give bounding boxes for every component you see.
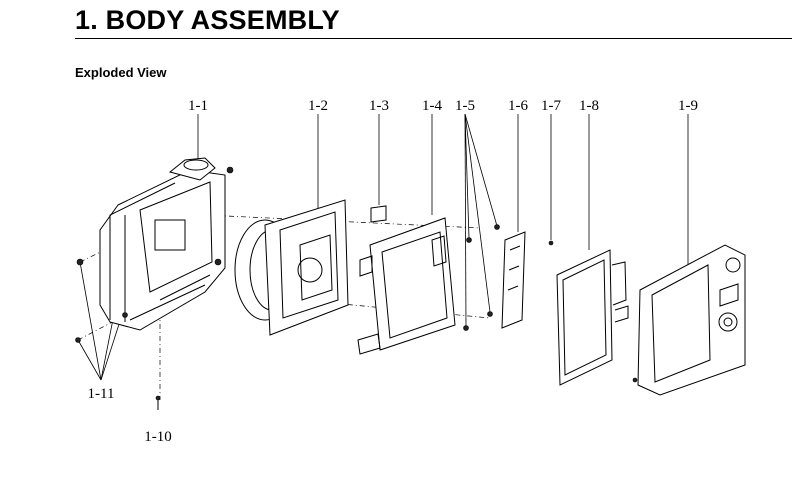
part-1-1-front-cover (75, 157, 234, 410)
part-1-7-spring (548, 240, 554, 246)
callout-1-9: 1-9 (678, 98, 698, 114)
callout-1-4: 1-4 (422, 98, 442, 114)
part-1-2-lens-frame (234, 199, 349, 336)
callout-1-11: 1-11 (88, 386, 115, 402)
callout-1-3: 1-3 (369, 98, 389, 114)
callout-1-1: 1-1 (188, 98, 208, 114)
title-divider (75, 38, 792, 39)
callout-1-6: 1-6 (508, 98, 528, 114)
part-1-5-screws (463, 224, 500, 331)
section-subtitle: Exploded View (75, 65, 167, 80)
part-1-8-lcd (556, 249, 629, 386)
callout-1-2: 1-2 (308, 98, 328, 114)
section-title: 1. BODY ASSEMBLY (75, 5, 340, 35)
part-1-6-board (501, 231, 526, 329)
part-1-4-bracket (357, 217, 456, 355)
callout-1-8: 1-8 (579, 98, 599, 114)
part-1-9-rear-cover (632, 244, 746, 396)
callout-1-10: 1-10 (144, 429, 172, 445)
callout-1-5: 1-5 (455, 98, 475, 114)
part-1-3-sheet (370, 205, 387, 223)
callout-1-7: 1-7 (541, 98, 561, 114)
